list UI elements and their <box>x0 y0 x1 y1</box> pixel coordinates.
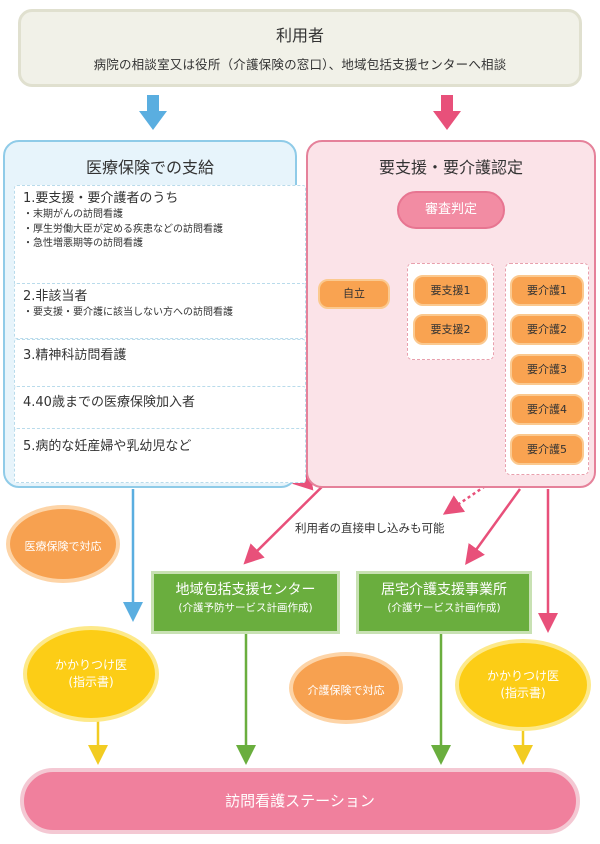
nursing-level-1: 要介護1 <box>510 275 584 306</box>
home-care-support-office: 居宅介護支援事業所 (介護サービス計画作成) <box>356 571 532 634</box>
medical-item-2-sub-1: ・要支援・要介護に該当しない方への訪問看護 <box>23 307 233 318</box>
care-insurance-oval: 介護保険で対応 <box>289 652 403 724</box>
user-box: 利用者 病院の相談室又は役所（介護保険の窓口）、地域包括支援センターへ相談 <box>18 9 582 87</box>
medical-insurance-oval-label: 医療保険で対応 <box>24 540 102 553</box>
family-doctor-right-label: かかりつけ医 <box>486 669 560 683</box>
medical-item-5: 5.病的な妊産婦や乳幼児など <box>14 428 306 483</box>
support-level-2: 要支援2 <box>413 314 488 345</box>
direct-application-note: 利用者の直接申し込みも可能 <box>295 521 445 535</box>
community-support-center: 地域包括支援センター (介護予防サービス計画作成) <box>151 571 340 634</box>
medical-item-1-label: 1.要支援・要介護者のうち <box>23 191 179 206</box>
medical-panel-title: 医療保険での支給 <box>85 158 214 177</box>
nursing-level-5: 要介護5 <box>510 434 584 465</box>
family-doctor-right-note: (指示書) <box>500 686 546 700</box>
support-level-1: 要支援1 <box>413 275 488 306</box>
community-support-center-sub: (介護予防サービス計画作成) <box>178 602 313 614</box>
medical-item-1: 1.要支援・要介護者のうち ・末期がんの訪問看護 ・厚生労働大臣が定める疾患など… <box>14 185 306 289</box>
medical-item-3-label: 3.精神科訪問看護 <box>23 348 127 363</box>
medical-item-3: 3.精神科訪問看護 <box>14 339 306 388</box>
family-doctor-right: かかりつけ医 (指示書) <box>455 639 591 731</box>
medical-item-4-label: 4.40歳までの医療保険加入者 <box>23 395 195 410</box>
family-doctor-left-label: かかりつけ医 <box>54 658 128 672</box>
medical-item-5-label: 5.病的な妊産婦や乳幼児など <box>23 439 192 454</box>
medical-insurance-oval: 医療保険で対応 <box>6 505 120 583</box>
nursing-level-4: 要介護4 <box>510 394 584 425</box>
user-title: 利用者 <box>275 26 324 45</box>
nursing-level-2: 要介護2 <box>510 314 584 345</box>
medical-item-2: 2.非該当者 ・要支援・要介護に該当しない方への訪問看護 <box>14 283 306 339</box>
arrow-care-to-center-right <box>465 488 522 566</box>
home-care-support-office-title: 居宅介護支援事業所 <box>381 582 507 598</box>
care-insurance-oval-label: 介護保険で対応 <box>307 684 385 697</box>
community-support-center-title: 地域包括支援センター <box>175 582 316 598</box>
medical-item-1-sub-1: ・末期がんの訪問看護 <box>23 209 123 220</box>
medical-insurance-panel: 医療保険での支給 1.要支援・要介護者のうち ・末期がんの訪問看護 ・厚生労働大… <box>3 140 306 488</box>
user-subtitle: 病院の相談室又は役所（介護保険の窓口）、地域包括支援センターへ相談 <box>93 57 507 72</box>
independent-node: 自立 <box>318 279 390 309</box>
arrow-user-to-care <box>433 95 461 130</box>
family-doctor-left: かかりつけ医 (指示書) <box>23 626 159 722</box>
judgment-node: 審査判定 <box>397 191 505 229</box>
home-care-support-office-sub: (介護サービス計画作成) <box>387 602 501 614</box>
family-doctor-left-note: (指示書) <box>68 675 114 689</box>
visiting-nurse-station: 訪問看護ステーション <box>20 768 580 834</box>
arrow-user-to-medical <box>139 95 167 130</box>
care-panel-title: 要支援・要介護認定 <box>378 158 523 177</box>
medical-item-1-sub-3: ・急性増悪期等の訪問看護 <box>23 238 143 249</box>
medical-item-4: 4.40歳までの医療保険加入者 <box>14 386 306 435</box>
nursing-level-3: 要介護3 <box>510 354 584 385</box>
medical-item-1-sub-2: ・厚生労働大臣が定める疾患などの訪問看護 <box>23 223 223 235</box>
medical-item-2-label: 2.非該当者 <box>23 289 88 304</box>
